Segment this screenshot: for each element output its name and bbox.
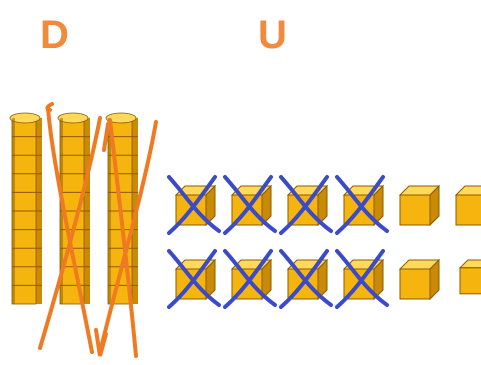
units-cross-marks <box>169 177 387 307</box>
orange-cross-mark <box>104 124 108 150</box>
orange-cross-mark <box>47 104 52 110</box>
unit-cube <box>456 186 481 225</box>
ten-rod-block <box>10 113 42 304</box>
unit-cube <box>400 186 439 225</box>
unit-cubes-group <box>176 186 481 299</box>
unit-cube <box>400 260 439 299</box>
unit-cube <box>460 260 481 294</box>
tens-cross-marks <box>40 104 156 356</box>
